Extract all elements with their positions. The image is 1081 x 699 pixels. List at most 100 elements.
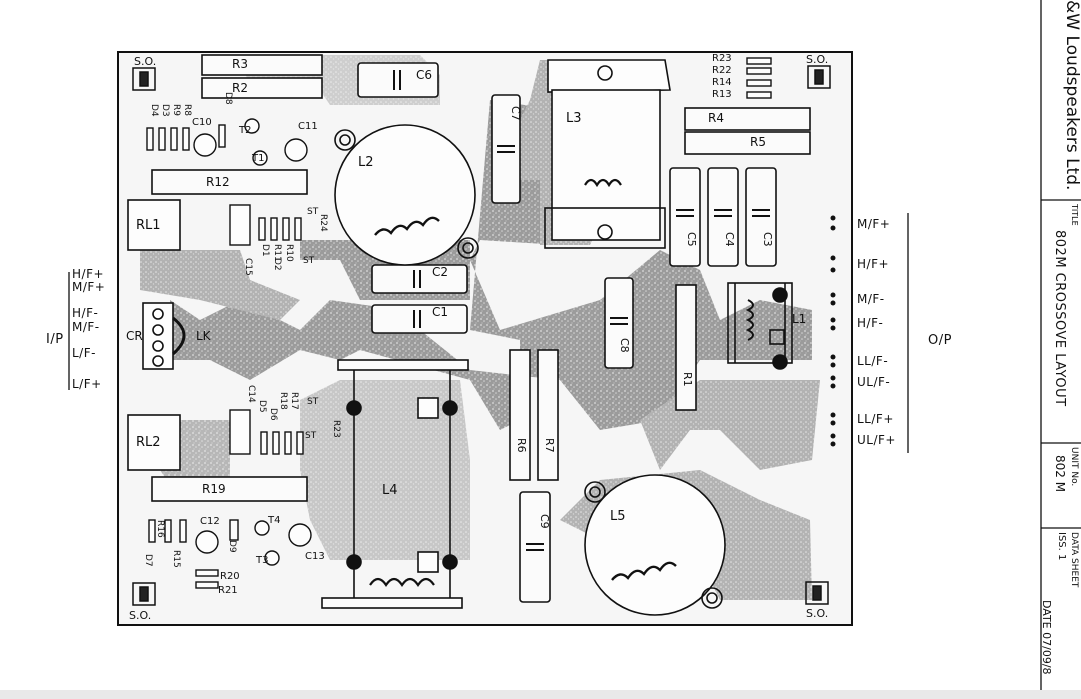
label-r17: R17: [289, 392, 299, 410]
output-pins: [830, 215, 836, 447]
mounting-label: S.O.: [806, 53, 829, 66]
mounting-label: S.O.: [134, 55, 157, 68]
output-terminal-llf-plus: LL/F+: [857, 412, 894, 426]
label-st: ST: [305, 431, 317, 441]
label-c3: C3: [761, 232, 774, 247]
small-components: [146, 57, 772, 589]
inductor-L1: [727, 282, 793, 370]
label-r20: R20: [220, 571, 240, 582]
label-d5: D5: [257, 400, 267, 413]
input-terminal-mf-minus: M/F-: [72, 320, 100, 334]
label-d3: D3: [160, 104, 170, 117]
mounting-label: S.O.: [806, 607, 829, 620]
input-terminal-hf-minus: H/F-: [72, 306, 99, 320]
label-c7: C7: [509, 106, 522, 121]
label-r23: R23: [712, 53, 732, 64]
label-r14: R14: [712, 77, 732, 88]
label-c11: C11: [298, 121, 318, 132]
label-d1: D1: [260, 244, 270, 257]
film-capacitors: [357, 62, 777, 603]
label-l1: L1: [792, 312, 807, 326]
label-c9: C9: [538, 514, 551, 529]
label-c15: C15: [243, 258, 253, 276]
label-c14: C14: [246, 385, 256, 403]
label-r15: R15: [171, 550, 181, 568]
label-r12: R12: [206, 175, 230, 189]
input-terminal-lf-plus: L/F+: [72, 377, 102, 391]
label-rl1: RL1: [136, 218, 161, 233]
label-c10: C10: [192, 117, 212, 128]
label-t2: T2: [239, 125, 252, 136]
label-r24: R24: [318, 214, 328, 232]
output-terminal-ulf-minus: UL/F-: [857, 375, 891, 389]
label-r19: R19: [202, 482, 226, 496]
label-d4: D4: [149, 104, 159, 117]
label-l4: L4: [382, 483, 398, 498]
output-terminal-mf-plus: M/F+: [857, 217, 891, 231]
capacitor-plates: [393, 70, 770, 551]
label-st: ST: [307, 397, 319, 407]
label-r16: R16: [155, 520, 165, 538]
issue-date: DATE 07/09/8: [1040, 600, 1053, 675]
input-terminal-lf-minus: L/F-: [72, 346, 96, 360]
input-terminal-mf-plus: M/F+: [72, 280, 106, 294]
output-terminal-hf-plus: H/F+: [857, 257, 890, 271]
label-rl2: RL2: [136, 435, 161, 450]
label-l5: L5: [610, 509, 626, 524]
label-c1: C1: [432, 305, 449, 319]
label-r9: R9: [171, 104, 181, 116]
unit-label: UNIT No.: [1069, 447, 1079, 487]
label-r8: R8: [182, 104, 192, 116]
label-d8: D8: [223, 92, 233, 105]
inductor-L4: [321, 359, 469, 609]
label-l2: L2: [358, 155, 374, 170]
label-t4: T4: [268, 515, 281, 526]
label-c12: C12: [200, 516, 220, 527]
label-c13: C13: [305, 551, 325, 562]
label-lk: LK: [196, 329, 211, 343]
input-terminal-hf-plus: H/F+: [72, 267, 105, 281]
label-c5: C5: [685, 232, 698, 247]
label-st: ST: [303, 256, 315, 266]
output-terminal-mf-minus: M/F-: [857, 292, 885, 306]
input-connector: [142, 302, 186, 370]
label-t1: T1: [252, 153, 265, 164]
inductor-L5: [584, 474, 726, 616]
label-r18: R18: [278, 392, 288, 410]
mounting-holes: [132, 65, 831, 606]
company-name: &W Loudspeakers Ltd.: [1062, 0, 1081, 191]
drawing-title: 802M CROSSOVE LAYOUT: [1052, 230, 1067, 407]
inductor-L3: [544, 59, 671, 249]
input-group-label: I/P: [46, 332, 64, 347]
label-r22: R22: [712, 65, 732, 76]
label-r4: R4: [708, 111, 724, 125]
resistor-bodies: [151, 54, 811, 502]
label-cr: CR: [126, 329, 143, 343]
label-t3: T3: [256, 555, 269, 566]
label-c6: C6: [416, 68, 433, 82]
label-c2: C2: [432, 265, 449, 279]
label-d6: D6: [268, 408, 278, 421]
page-bottom-edge: [0, 690, 1081, 699]
title-label: TITLE: [1070, 204, 1079, 226]
relays: [127, 199, 181, 471]
label-d2: D2: [272, 258, 282, 271]
output-terminal-ulf-plus: UL/F+: [857, 433, 896, 447]
label-r5: R5: [750, 135, 766, 149]
label-r13: R13: [712, 89, 732, 100]
label-c4: C4: [723, 232, 736, 247]
output-terminal-hf-minus: H/F-: [857, 316, 884, 330]
label-st: ST: [307, 207, 319, 217]
output-terminal-llf-minus: LL/F-: [857, 354, 889, 368]
label-r1: R1: [681, 372, 694, 387]
vertical-resistors: [509, 284, 697, 481]
label-r6: R6: [515, 438, 528, 453]
unit-number: 802 M: [1053, 455, 1067, 493]
mounting-label: S.O.: [129, 609, 152, 622]
output-group-label: O/P: [928, 333, 952, 348]
label-r3: R3: [232, 57, 248, 71]
label-r21: R21: [218, 585, 238, 596]
label-l3: L3: [566, 111, 582, 126]
title-block-frame: [1040, 0, 1081, 699]
